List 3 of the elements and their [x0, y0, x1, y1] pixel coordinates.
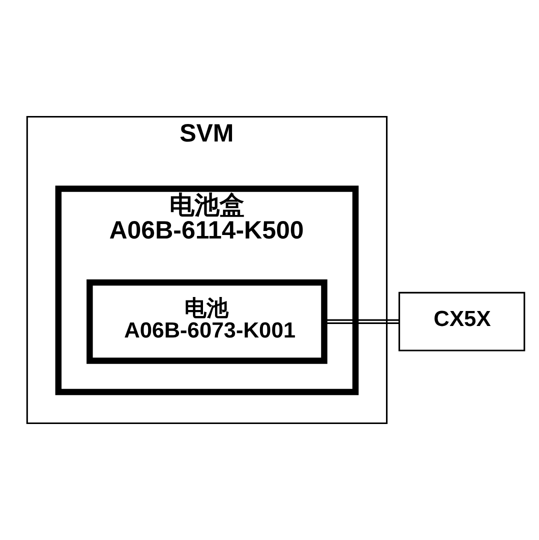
- node-box: 电池 A06B-6073-K001: [86, 279, 328, 364]
- connector: [324, 319, 399, 324]
- node-box: CX5X: [398, 292, 526, 352]
